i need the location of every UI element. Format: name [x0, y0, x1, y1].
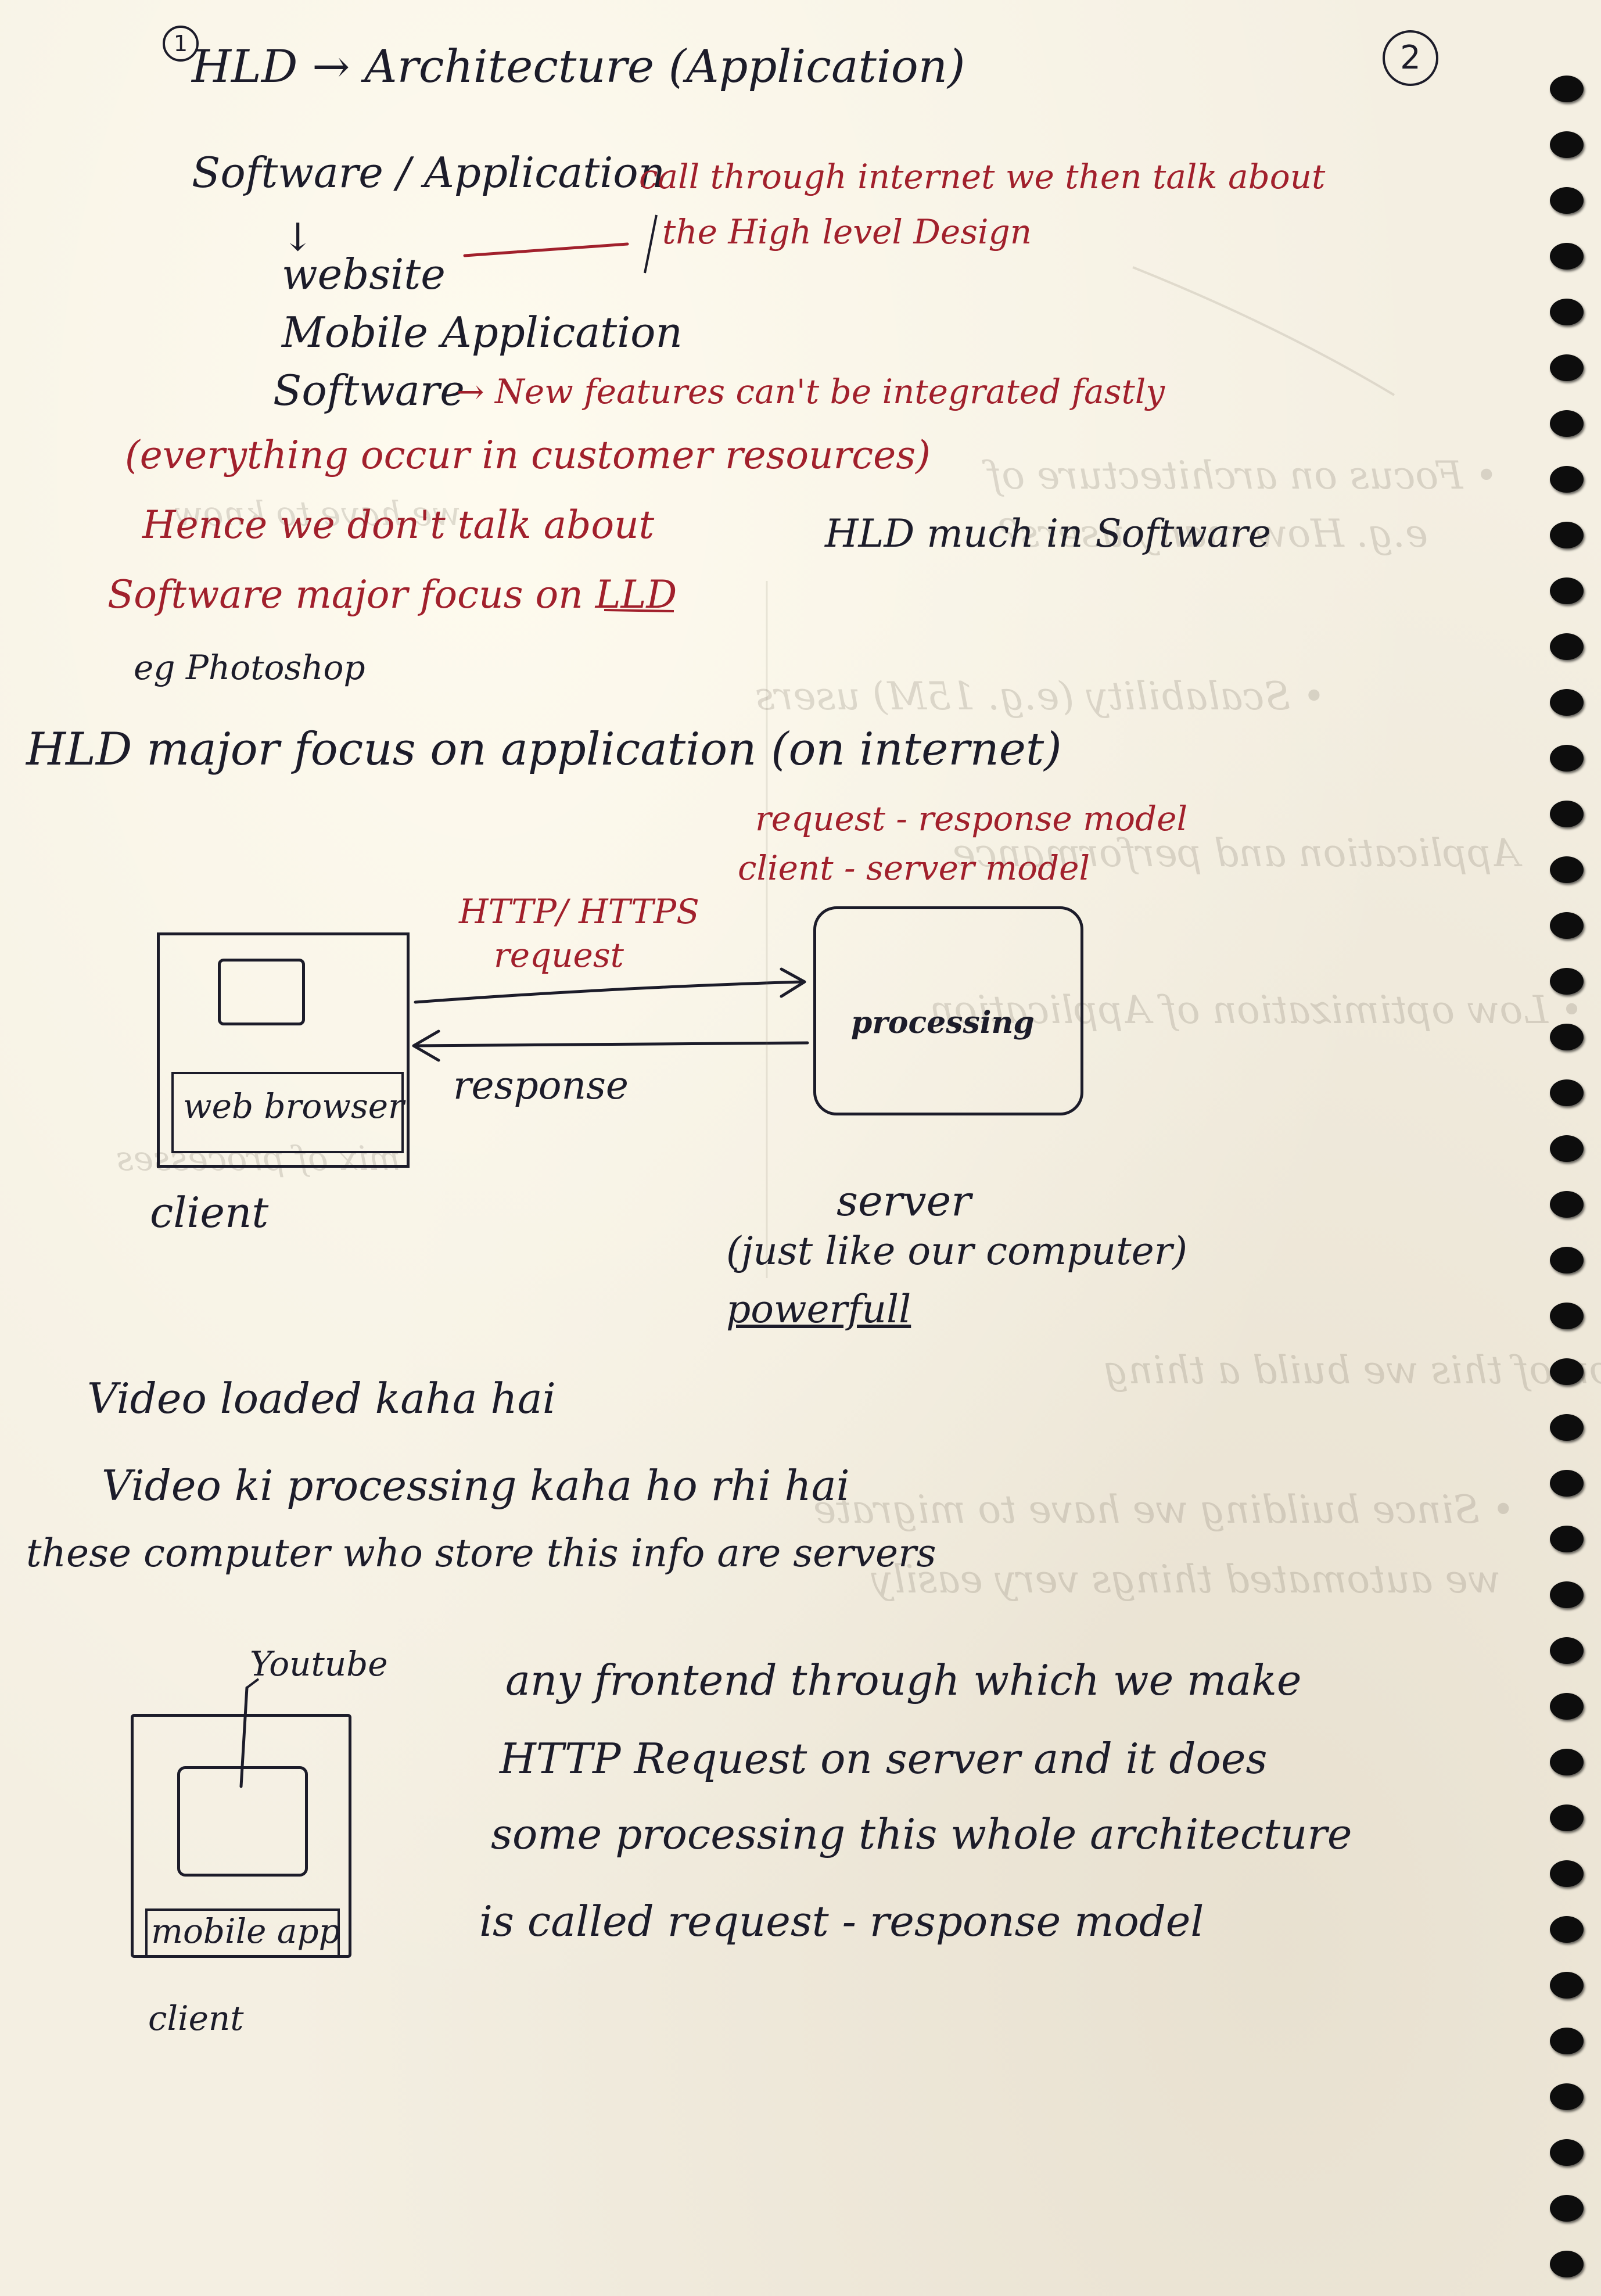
- lld-underline: [604, 609, 674, 612]
- binding-ring: [1550, 856, 1584, 883]
- eg-photoshop: eg Photoshop: [134, 648, 365, 687]
- red-paragraph-line2b: HLD much in Software: [825, 511, 1271, 556]
- binding-ring: [1550, 131, 1584, 158]
- list-item-software: Software: [273, 366, 465, 415]
- youtube-pointer-tip: [246, 1678, 260, 1689]
- binding-ring: [1550, 243, 1584, 270]
- list-item-website: website: [282, 250, 446, 299]
- red-note-line1: call through internet we then talk about: [639, 157, 1326, 196]
- binding-ring: [1550, 1358, 1584, 1385]
- youtube-label: Youtube: [250, 1644, 388, 1684]
- server-box: [813, 906, 1083, 1115]
- binding-ring: [1550, 1414, 1584, 1441]
- binding-ring: [1550, 1581, 1584, 1608]
- binding-ring: [1550, 801, 1584, 827]
- spiral-binding: [1537, 0, 1601, 2296]
- binding-ring: [1550, 299, 1584, 325]
- model-request-response: request - response model: [755, 799, 1188, 838]
- page-number: 2: [1383, 30, 1438, 86]
- mobile-app-label-box: [145, 1908, 340, 1958]
- red-paragraph-line1: (everything occur in customer resources): [125, 433, 931, 478]
- response-arrow: [414, 1041, 809, 1047]
- binding-ring: [1550, 745, 1584, 772]
- binding-ring: [1550, 522, 1584, 548]
- servers-statement: these computer who store this info are s…: [26, 1531, 936, 1576]
- binding-ring: [1550, 1693, 1584, 1720]
- binding-ring: [1550, 1972, 1584, 1999]
- processing-label: processing: [851, 1005, 1035, 1041]
- binding-ring: [1550, 466, 1584, 493]
- binding-ring: [1550, 1079, 1584, 1106]
- red-connector-line: [463, 242, 629, 257]
- browser-label-box: [171, 1072, 404, 1153]
- client-computer-box: [157, 932, 410, 1168]
- binding-ring: [1550, 689, 1584, 716]
- response-label: response: [453, 1063, 629, 1108]
- binding-ring: [1550, 1526, 1584, 1552]
- red-paragraph-line3: Software major focus on LLD: [107, 572, 677, 617]
- mobile-app-label: mobile app: [151, 1911, 340, 1951]
- powerful-label: powerfull: [726, 1287, 911, 1332]
- response-arrowhead: [412, 1029, 440, 1062]
- binding-ring: [1550, 1303, 1584, 1329]
- binding-ring: [1550, 1191, 1584, 1218]
- list-item-mobile: Mobile Application: [282, 308, 683, 357]
- binding-ring: [1550, 1024, 1584, 1050]
- binding-ring: [1550, 1247, 1584, 1273]
- model-client-server: client - server model: [738, 848, 1090, 888]
- binding-ring: [1550, 912, 1584, 939]
- binding-ring: [1550, 577, 1584, 604]
- red-paragraph-line2: Hence we don't talk about: [142, 503, 655, 547]
- down-arrow: ↓: [282, 215, 314, 260]
- binding-ring: [1550, 2139, 1584, 2166]
- binding-ring: [1550, 1470, 1584, 1497]
- bleed-through-line: [1132, 266, 1395, 396]
- question-video-processing: Video ki processing kaha ho rhi hai: [102, 1461, 850, 1510]
- explanation-line1: any frontend through which we make: [505, 1656, 1302, 1705]
- binding-ring: [1550, 354, 1584, 381]
- web-browser-label: web browser: [183, 1086, 404, 1126]
- request-arrowhead: [780, 967, 806, 998]
- binding-ring: [1550, 1637, 1584, 1664]
- binding-ring: [1550, 1749, 1584, 1775]
- server-label: server: [837, 1176, 971, 1225]
- binding-ring: [1550, 2251, 1584, 2277]
- binding-ring: [1550, 1804, 1584, 1831]
- page-heading: HLD → Architecture (Application): [192, 41, 965, 93]
- http-label: HTTP/ HTTPS: [459, 892, 699, 931]
- binding-ring: [1550, 187, 1584, 214]
- binding-ring: [1550, 1916, 1584, 1943]
- corner-page-number: 1: [163, 26, 199, 62]
- binding-ring: [1550, 2083, 1584, 2110]
- youtube-pointer-line: [239, 1686, 249, 1788]
- browser-screen-box: [218, 959, 305, 1025]
- mobile-client-label: client: [148, 1999, 244, 2038]
- binding-ring: [1550, 633, 1584, 660]
- binding-ring: [1550, 2028, 1584, 2054]
- software-application-label: Software / Application: [192, 148, 666, 197]
- explanation-line2: HTTP Request on server and it does: [500, 1734, 1268, 1783]
- explanation-line4: is called request - response model: [479, 1897, 1204, 1946]
- red-note-line2: the High level Design: [662, 212, 1032, 252]
- explanation-line3: some processing this whole architecture: [491, 1810, 1352, 1859]
- client-label: client: [150, 1188, 269, 1237]
- server-note: (just like our computer): [726, 1229, 1188, 1273]
- request-arrow: [414, 980, 803, 1004]
- binding-ring: [1550, 410, 1584, 437]
- binding-ring: [1550, 968, 1584, 995]
- binding-ring: [1550, 1860, 1584, 1887]
- software-note: → New features can't be integrated fastl…: [456, 372, 1165, 411]
- hld-focus-line: HLD major focus on application (on inter…: [26, 723, 1062, 776]
- binding-ring: [1550, 2195, 1584, 2222]
- request-label: request: [494, 935, 624, 975]
- question-video-loaded: Video loaded kaha hai: [87, 1374, 556, 1423]
- binding-ring: [1550, 1135, 1584, 1162]
- separator-slash: [644, 214, 658, 274]
- binding-ring: [1550, 76, 1584, 102]
